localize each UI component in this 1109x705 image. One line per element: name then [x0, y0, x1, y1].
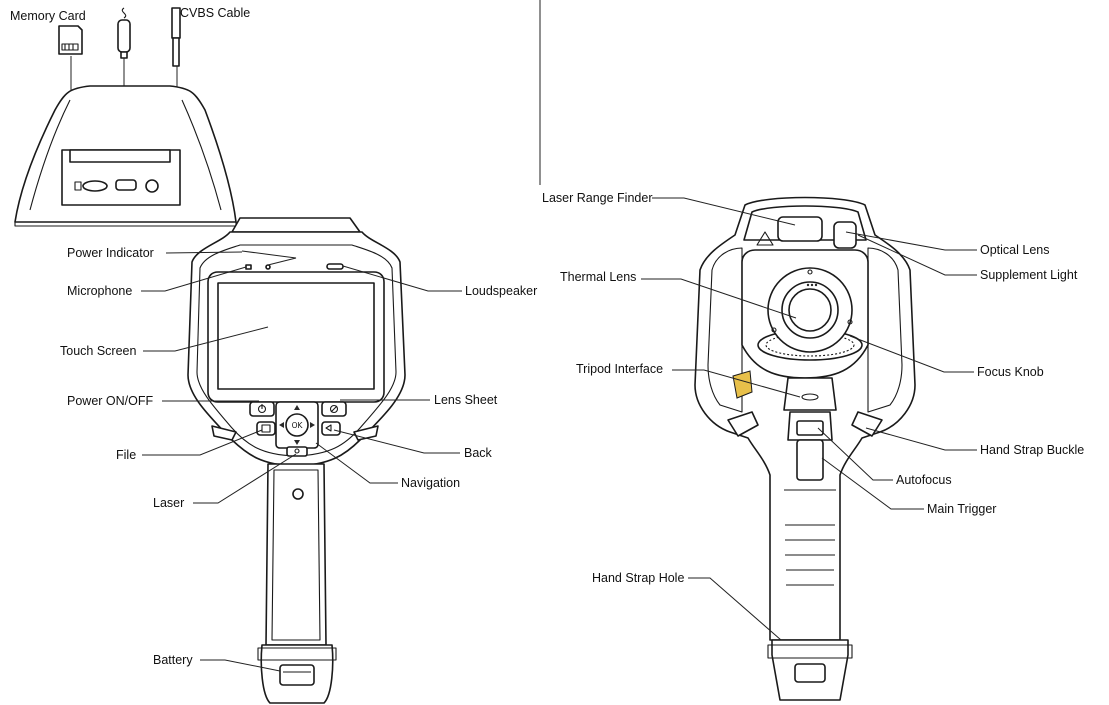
label-power-on-off: Power ON/OFF: [67, 394, 153, 408]
label-tripod-interface: Tripod Interface: [576, 362, 663, 376]
label-file: File: [116, 448, 136, 462]
label-supplement-light: Supplement Light: [980, 268, 1078, 282]
thermal-lens-glass: [788, 288, 832, 332]
label-optical-lens: Optical Lens: [980, 243, 1049, 257]
optical-lens-window: [833, 221, 857, 249]
label-laser-range-finder: Laser Range Finder: [542, 191, 652, 205]
label-hand-strap-buckle: Hand Strap Buckle: [980, 443, 1084, 457]
loudspeaker-grill: [326, 263, 344, 270]
label-autofocus: Autofocus: [896, 473, 952, 487]
camera-body-front: OK: [187, 217, 406, 704]
file-button[interactable]: [256, 421, 276, 436]
label-touch-screen: Touch Screen: [60, 344, 136, 358]
label-focus-knob: Focus Knob: [977, 365, 1044, 379]
front-view: OK: [10, 6, 537, 704]
microphone-hole: [265, 264, 271, 270]
cvbs-cable-icon: [171, 7, 181, 67]
label-back: Back: [464, 446, 493, 460]
main-trigger-button[interactable]: [796, 439, 824, 481]
usb-cable-icon: [117, 7, 131, 59]
label-main-trigger: Main Trigger: [927, 502, 996, 516]
label-lens-sheet: Lens Sheet: [434, 393, 498, 407]
label-battery: Battery: [153, 653, 193, 667]
back-view: Laser Range Finder Optical Lens Suppleme…: [542, 191, 1084, 701]
label-navigation: Navigation: [401, 476, 460, 490]
label-laser: Laser: [153, 496, 184, 510]
label-memory-card: Memory Card: [10, 9, 86, 23]
label-cvbs-cable: CVBS Cable: [180, 6, 250, 20]
label-thermal-lens: Thermal Lens: [560, 270, 636, 284]
power-indicator-led: [245, 264, 252, 270]
port-panel: [14, 85, 237, 227]
laser-range-finder-window: [777, 216, 823, 242]
label-microphone: Microphone: [67, 284, 132, 298]
tripod-interface-mount: [732, 370, 753, 399]
label-hand-strap-hole: Hand Strap Hole: [592, 571, 684, 585]
ok-glyph: OK: [292, 421, 304, 430]
laser-button[interactable]: [286, 446, 308, 457]
label-loudspeaker: Loudspeaker: [465, 284, 537, 298]
camera-body-back: [694, 196, 916, 701]
autofocus-button[interactable]: [796, 420, 824, 436]
navigation-pad[interactable]: OK: [275, 401, 319, 449]
label-power-indicator: Power Indicator: [67, 246, 154, 260]
memory-card-icon: [58, 25, 83, 55]
